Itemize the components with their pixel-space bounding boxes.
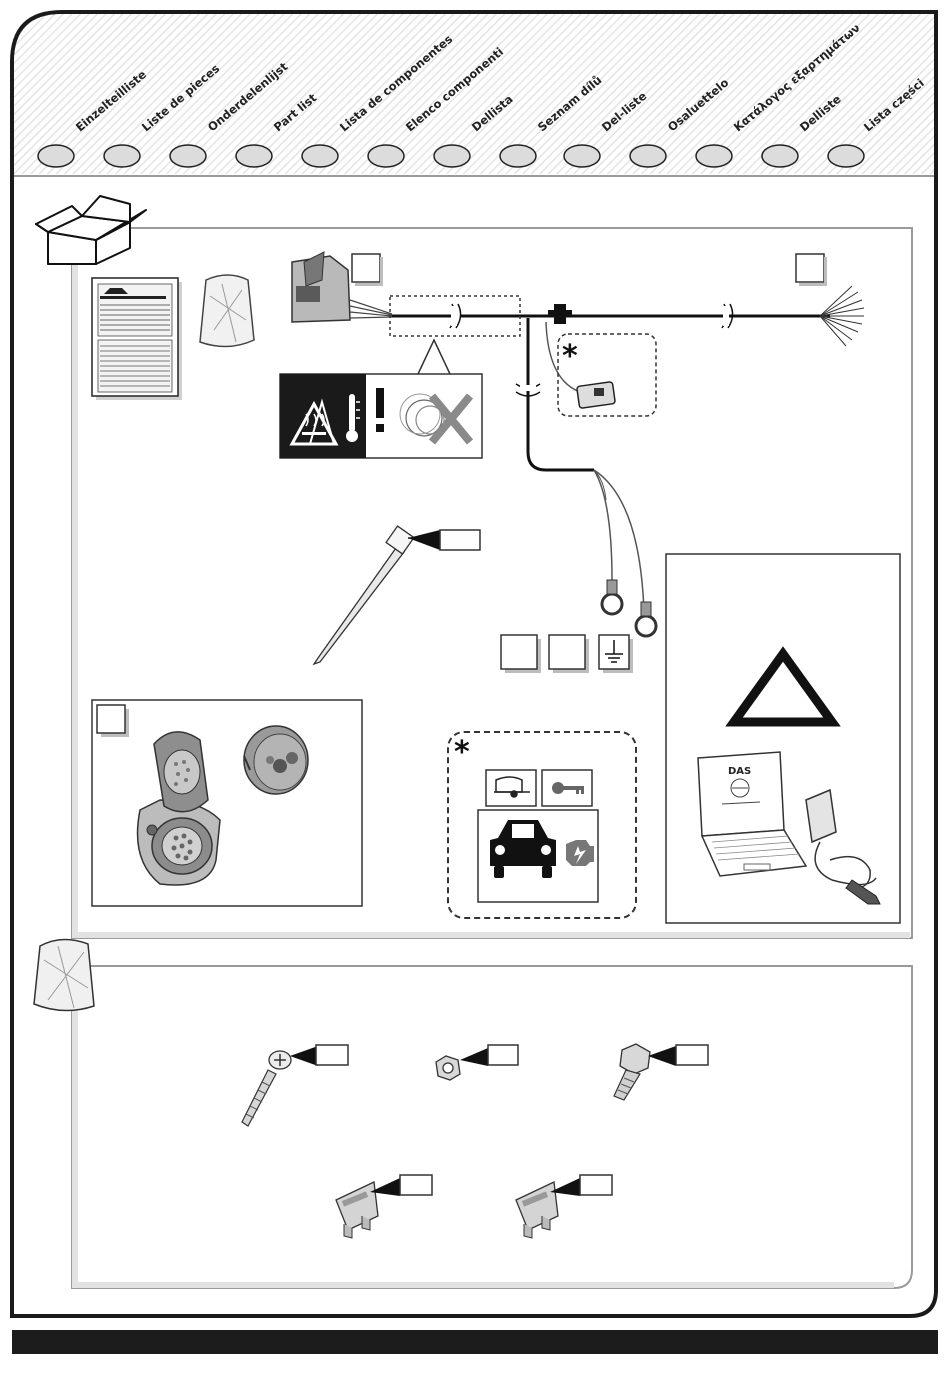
language-checkbox[interactable] [696,145,732,167]
part-number-box [796,254,824,282]
language-checkbox[interactable] [368,145,404,167]
optional-asterisk: * [454,735,470,770]
exclamation-icon [376,388,384,432]
small-parts-panel [72,966,912,1288]
diagnostic-panel: DAS [666,554,900,923]
language-checkbox[interactable] [500,145,536,167]
language-checkbox[interactable] [38,145,74,167]
part-number-box [352,254,380,282]
language-checkbox[interactable] [630,145,666,167]
ground-boxes [501,635,633,673]
parts-bag-icon [200,275,254,347]
parts-bag-icon [34,939,94,1010]
bottom-bar [12,1330,938,1354]
language-checkbox[interactable] [762,145,798,167]
laptop-screen-text: DAS [728,766,751,777]
optional-asterisk: * [562,339,578,374]
instruction-leaflet [92,278,182,400]
language-checkbox[interactable] [434,145,470,167]
trailer-socket-panel [92,700,362,906]
language-checkbox[interactable] [170,145,206,167]
language-checkbox[interactable] [828,145,864,167]
language-checkbox[interactable] [302,145,338,167]
language-checkbox[interactable] [104,145,140,167]
language-checkbox[interactable] [236,145,272,167]
language-checkbox[interactable] [564,145,600,167]
